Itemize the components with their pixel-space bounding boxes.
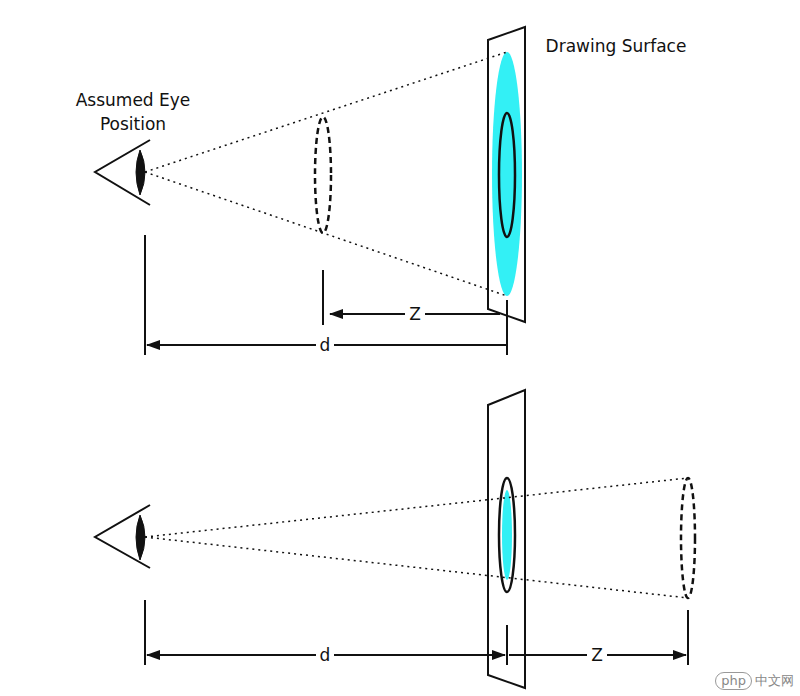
watermark: php — [715, 672, 752, 690]
dimension-label: d — [316, 643, 335, 667]
eye-label: Assumed Eye Position — [73, 88, 193, 136]
watermark: 中文网 — [755, 673, 794, 689]
dimension-label: d — [316, 333, 335, 357]
surface-label: Drawing Surface — [546, 34, 687, 58]
dimension-label: Z — [587, 643, 607, 667]
dimension-label: Z — [405, 302, 425, 326]
